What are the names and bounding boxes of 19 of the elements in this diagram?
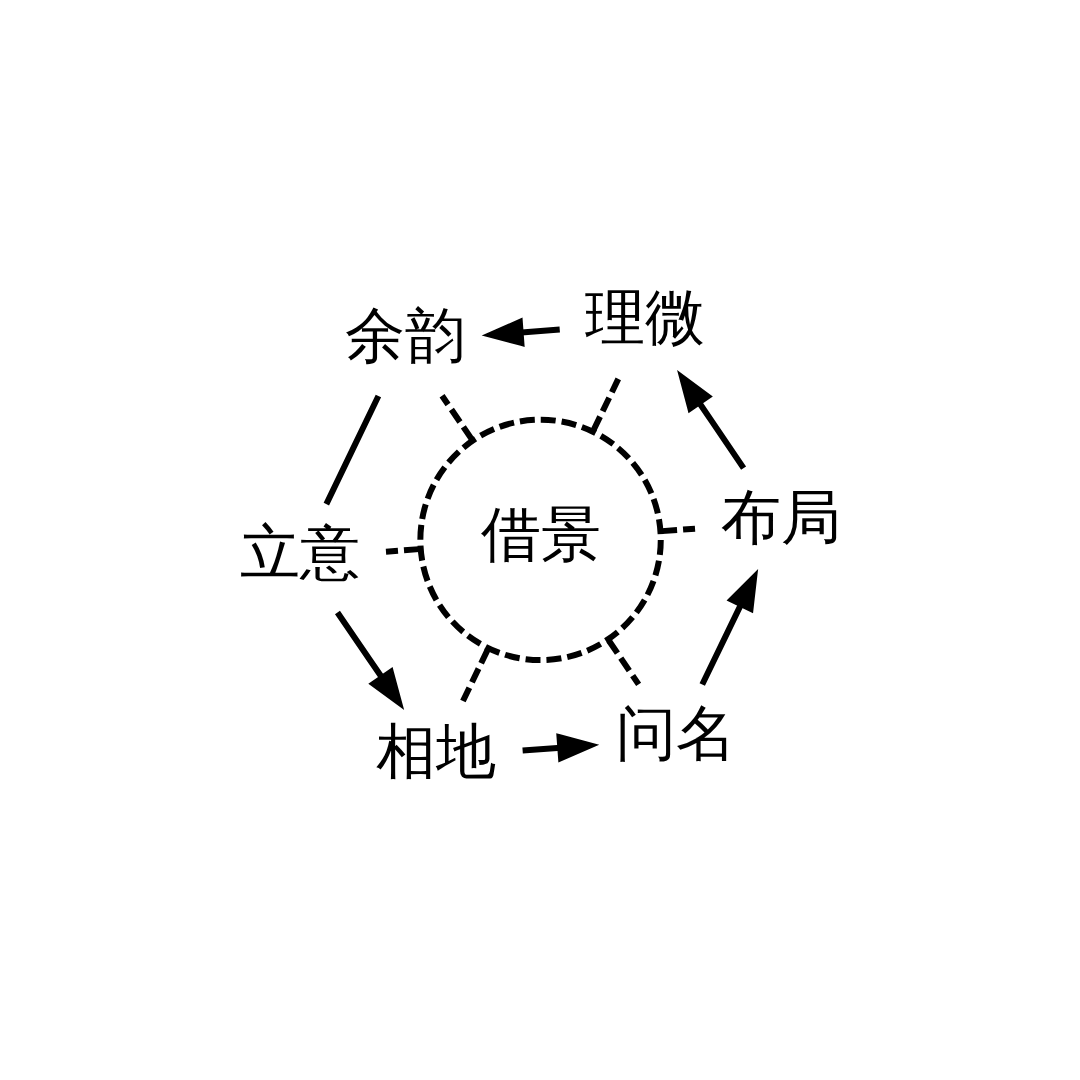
node-circle: 借景 [416,416,664,664]
connector [439,394,474,442]
connector [661,525,695,535]
arrow [521,733,599,763]
connector [385,546,419,555]
connector [590,375,622,432]
node-text: 理微 [584,282,705,353]
node-text: 布局 [720,481,841,552]
arrow [699,569,758,686]
node-text: 余韵 [344,300,465,371]
node-text: 相地 [375,715,496,786]
connector [323,394,381,506]
arrow [481,317,560,347]
connector [606,639,641,687]
connector [458,648,490,705]
arrow [334,610,404,711]
arrow [676,370,746,470]
node-text: 问名 [615,698,736,769]
node-text: 立意 [239,517,360,588]
